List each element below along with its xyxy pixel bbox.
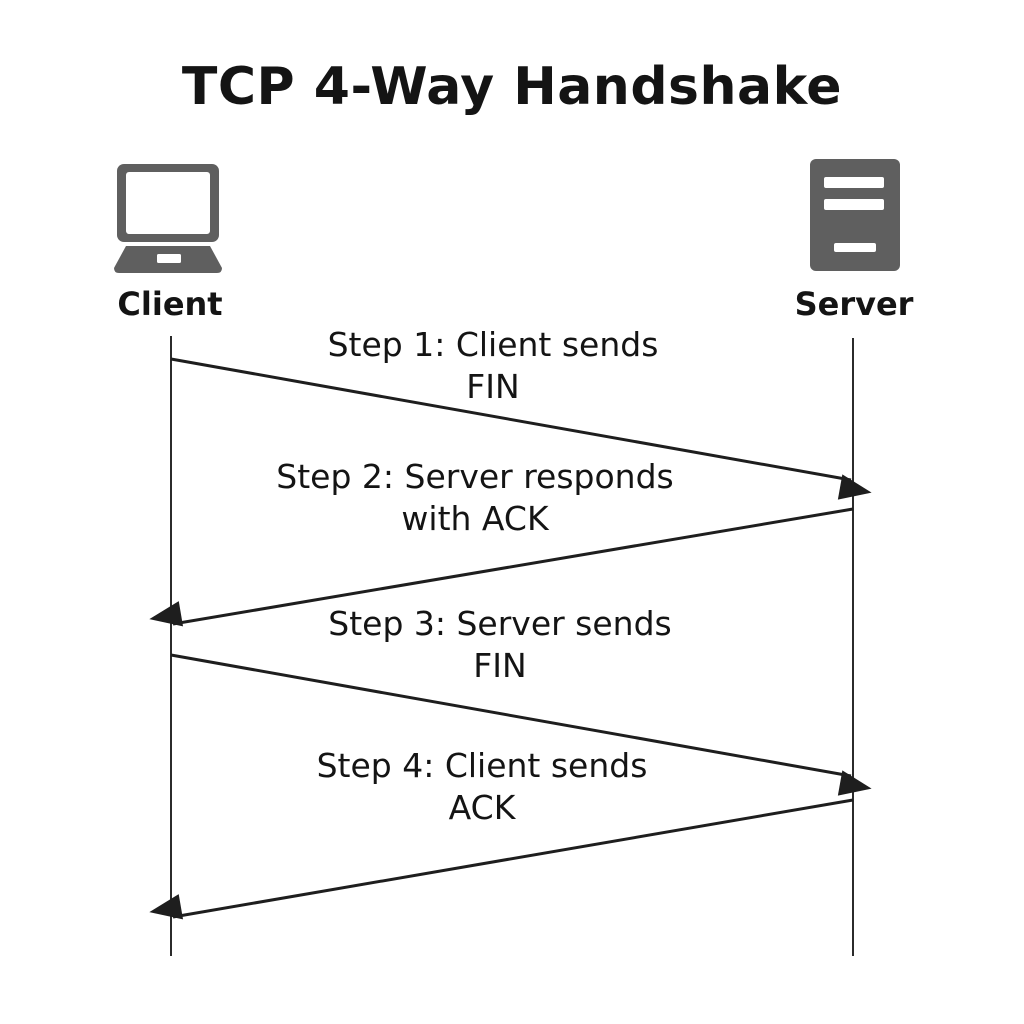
step-4-label: Step 4: Client sends ACK (252, 745, 712, 829)
step-3-line-2: FIN (473, 646, 527, 685)
laptop-icon (114, 164, 222, 273)
step-4-line-2: ACK (448, 788, 516, 827)
step-2-line-1: Step 2: Server responds (276, 457, 674, 496)
step-4-arrow (149, 798, 854, 920)
step-1-label: Step 1: Client sends FIN (263, 324, 723, 408)
step-1-line-2: FIN (466, 367, 520, 406)
step-2-line-2: with ACK (401, 499, 549, 538)
step-1-line-1: Step 1: Client sends (327, 325, 659, 364)
server-lifeline (852, 338, 854, 956)
step-3-label: Step 3: Server sends FIN (270, 603, 730, 687)
diagram-title: TCP 4-Way Handshake (181, 57, 843, 117)
step-2-label: Step 2: Server responds with ACK (245, 456, 705, 540)
step-2-arrow (149, 507, 854, 627)
client-lifeline (170, 336, 172, 956)
server-icon (810, 159, 900, 271)
step-3-arrow (170, 653, 872, 796)
server-label: Server (794, 285, 914, 323)
client-label: Client (117, 285, 223, 323)
step-3-line-1: Step 3: Server sends (328, 604, 672, 643)
step-4-line-1: Step 4: Client sends (316, 746, 648, 785)
step-1-arrow (170, 357, 872, 500)
